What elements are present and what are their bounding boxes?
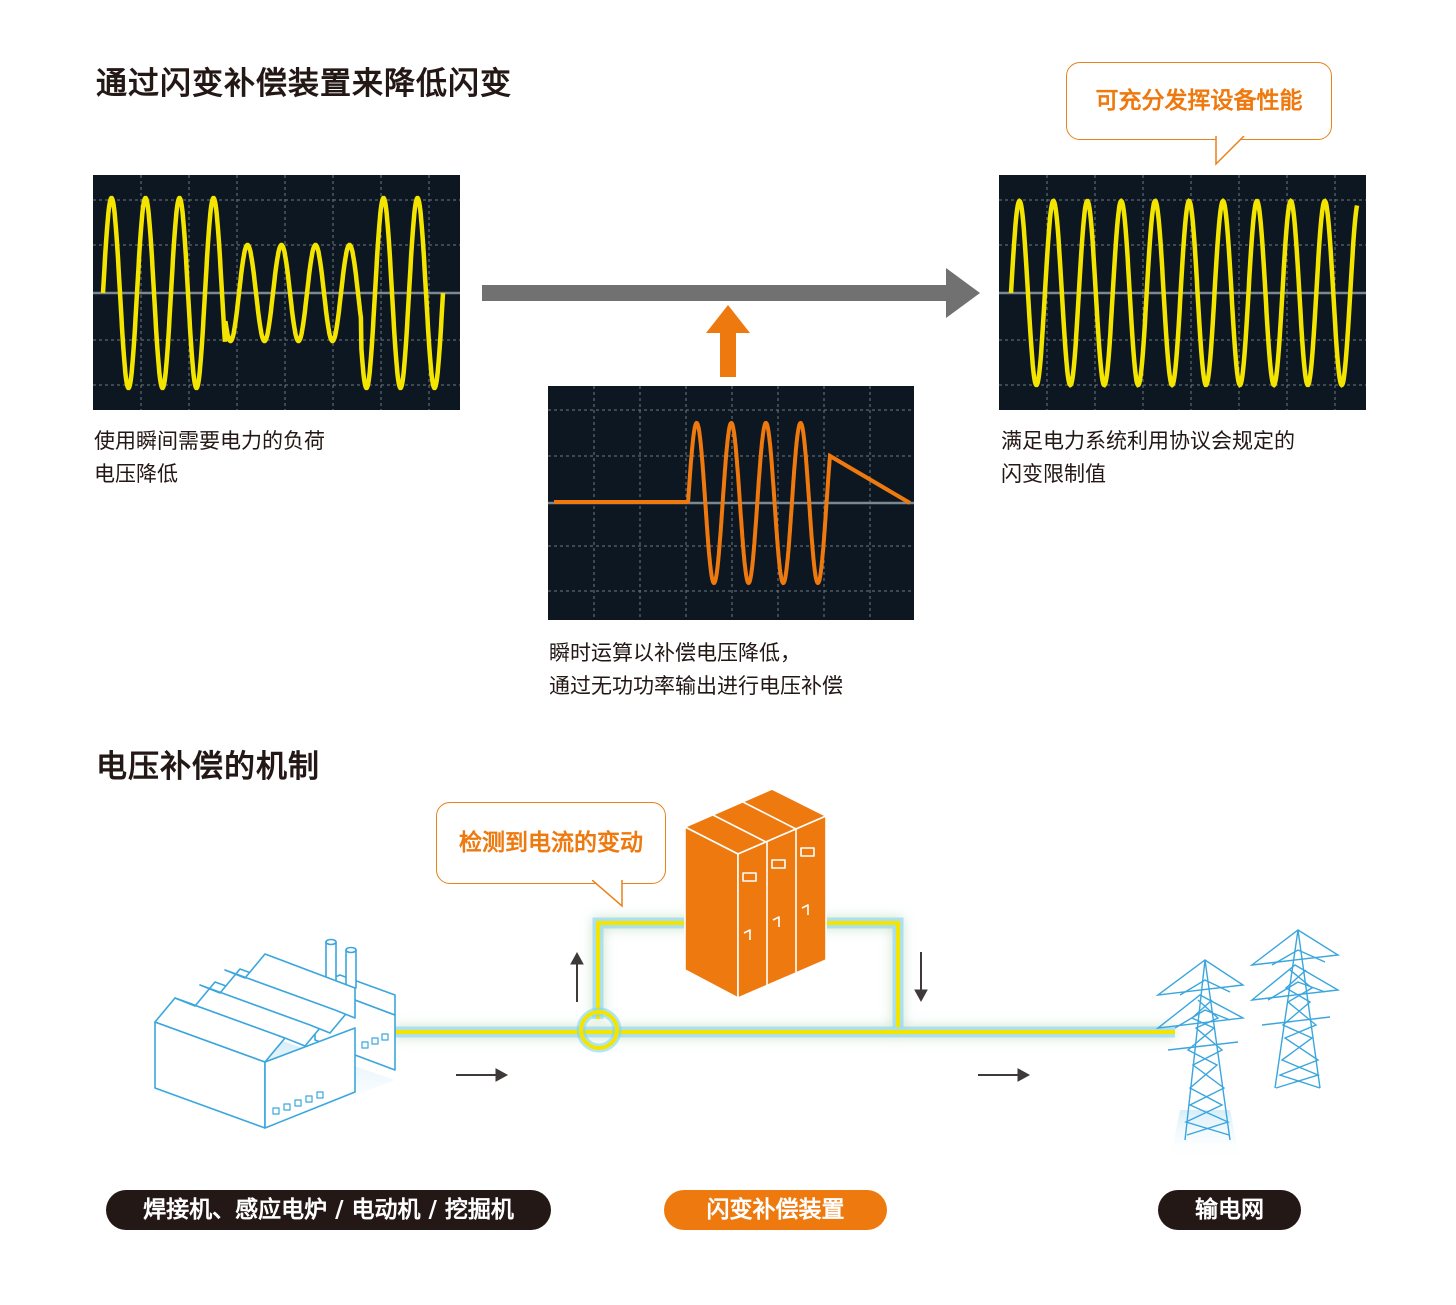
section-flicker-heading: 通过闪变补偿装置来降低闪变 [96, 66, 512, 102]
factory-icon [150, 938, 396, 1130]
scope-compensation-plot [548, 386, 914, 620]
scope-voltage-drop [93, 175, 460, 410]
caption-line: 瞬时运算以补偿电压降低， [549, 641, 801, 665]
caption-line: 闪变限制值 [1001, 462, 1106, 486]
right-arrow-icon [482, 268, 980, 318]
caption-flicker-limit: 满足电力系统利用协议会规定的 闪变限制值 [1001, 425, 1295, 491]
flicker-waveform [100, 195, 446, 391]
current-sensor-icon [576, 1007, 622, 1053]
label-factory-loads: 焊接机、感应电炉 / 电动机 / 挖掘机 [106, 1190, 551, 1230]
caption-line: 满足电力系统利用协议会规定的 [1001, 429, 1295, 453]
caption-line: 通过无功功率输出进行电压补偿 [549, 674, 843, 698]
section-mechanism-heading: 电压补偿的机制 [96, 749, 320, 785]
callout-current-detection-text: 检测到电流的变动 [459, 830, 643, 856]
scope-voltage-drop-plot [93, 175, 460, 410]
mechanism-diagram [150, 788, 1341, 1160]
compensation-waveform [554, 420, 912, 586]
right-arrow-icon [978, 1068, 1031, 1082]
scope-stable-voltage-plot [999, 175, 1366, 410]
callout-current-detection: 检测到电流的变动 [436, 802, 666, 884]
down-arrow-icon [914, 952, 928, 1003]
caption-voltage-drop: 使用瞬间需要电力的负荷 电压降低 [94, 425, 325, 491]
scope-compensation [548, 386, 914, 620]
transmission-tower-icon [1155, 929, 1341, 1160]
callout-current-detection-tail [592, 880, 623, 908]
callout-performance: 可充分发挥设备性能 [1066, 62, 1332, 140]
up-arrow-icon [706, 305, 750, 377]
right-arrow-icon [456, 1068, 509, 1082]
callout-performance-tail [1215, 136, 1245, 166]
label-power-grid: 输电网 [1158, 1190, 1301, 1230]
stable-waveform [1008, 198, 1360, 388]
up-arrow-icon [570, 951, 584, 1002]
scope-stable-voltage [999, 175, 1366, 410]
callout-performance-text: 可充分发挥设备性能 [1095, 88, 1303, 114]
caption-compensation: 瞬时运算以补偿电压降低， 通过无功功率输出进行电压补偿 [549, 637, 843, 703]
label-compensation-device: 闪变补偿装置 [664, 1190, 887, 1230]
caption-line: 电压降低 [94, 462, 178, 486]
scope-grid [93, 175, 460, 410]
cabinet-icon [684, 788, 827, 999]
caption-line: 使用瞬间需要电力的负荷 [94, 429, 325, 453]
